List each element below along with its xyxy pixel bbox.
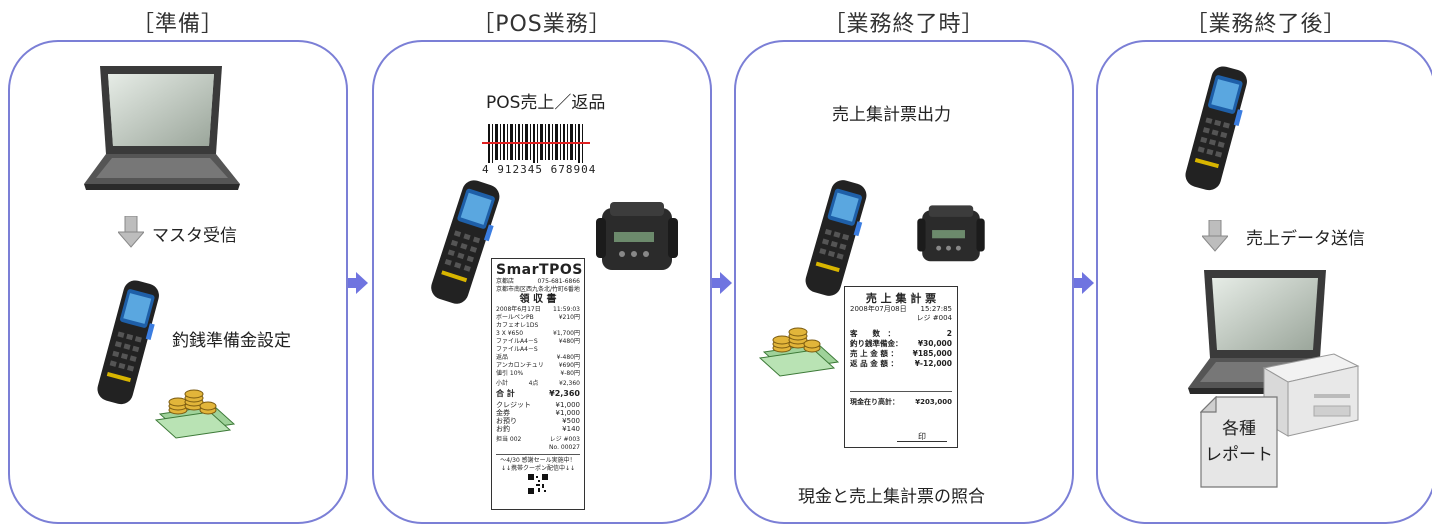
receipt-heading: 領 収 書 (519, 294, 557, 305)
label-cash-reconciliation: 現金と売上集計票の照合 (798, 487, 985, 507)
label-sales-summary-output: 売上集計票出力 (832, 105, 951, 125)
summary-time: 15:27:85 (920, 305, 952, 313)
receipt-footer-sale: ～4/30 感謝セール実施中！ (500, 457, 576, 464)
receipt-line: 3 X ¥650¥1,700円 (496, 330, 580, 337)
report-label-line1: 各種 (1222, 419, 1256, 439)
handheld-terminal-icon (431, 180, 500, 304)
handheld-terminal-icon (1185, 66, 1247, 191)
flow-arrow-3 (1082, 272, 1094, 294)
receipt-line: 返品¥-480円 (496, 354, 580, 361)
receipt-date: 2008年6月17日 (496, 306, 541, 313)
label-sales-data-send: 売上データ送信 (1246, 229, 1365, 249)
laser-printer-icon (1262, 353, 1360, 437)
receipt-total-value: ¥2,360 (549, 389, 580, 398)
coins-and-bills-icon (758, 327, 840, 377)
summary-heading: 売 上 集 計 票 (865, 292, 937, 305)
document-icon (1200, 396, 1278, 488)
receipt: SmarTPOS 京都店 075-681-6866 京都市南区西九条北/竹町6番地… (491, 258, 585, 510)
report-document: 各種 レポート (1200, 396, 1278, 488)
label-master-receive: マスタ受信 (152, 226, 237, 246)
receipt-store: 京都店 (496, 278, 515, 285)
sales-summary-slip: 売 上 集 計 票 2008年07月08日 15:27:85 レジ #004 客 … (844, 286, 958, 448)
receipt-line: カフェオレ1DS (496, 322, 539, 329)
receipt-items: ボールペンPB¥210円 カフェオレ1DS 3 X ¥650¥1,700円 ファ… (496, 314, 580, 378)
flow-arrow-1 (356, 272, 368, 294)
panel-closing (734, 40, 1074, 524)
receipt-subtotal-label: 小計 (496, 380, 509, 387)
flow-arrow-shaft-1 (348, 278, 356, 288)
receipt-tel: 075-681-6866 (537, 278, 580, 285)
receipt-subtotal-count: 4点 (528, 380, 539, 387)
barcode-number: 4 912345 678904 (482, 163, 597, 176)
flow-arrow-shaft-3 (1074, 278, 1082, 288)
summary-cash-value: ¥203,000 (915, 398, 952, 406)
flow-arrow-2 (720, 272, 732, 294)
receipt-line: ボールペンPB¥210円 (496, 314, 580, 321)
summary-register: レジ #004 (916, 314, 952, 322)
receipt-register: レジ #003 (549, 436, 580, 443)
label-change-fund-setting: 釣銭準備金設定 (172, 331, 291, 351)
receipt-number: No. 00027 (549, 444, 580, 451)
down-arrow-icon (1202, 220, 1228, 252)
receipt-brand: SmarTPOS (496, 262, 583, 278)
receipt-time: 11:59:03 (553, 306, 580, 313)
report-label-line2: レポート (1205, 445, 1273, 465)
summary-rows: 客 数 ：2 釣り銭準備金：¥30,000 売 上 金 額 ：¥185,000 … (850, 329, 952, 368)
flow-arrow-shaft-2 (712, 278, 720, 288)
stage-title-preparation: ［準備］ (131, 12, 224, 37)
coins-and-bills-icon (154, 389, 236, 439)
qr-code-icon (528, 474, 548, 494)
handheld-terminal-icon (805, 180, 867, 296)
receipt-subtotal-value: ¥2,360 (559, 380, 580, 387)
receipt-footer-coupon: ↓↓携帯クーポン配信中↓↓ (500, 465, 576, 472)
barcode-icon (482, 124, 590, 164)
stage-title-pos: ［POS業務］ (472, 12, 612, 37)
stage-title-after-closing: ［業務終了後］ (1185, 12, 1347, 37)
stage-title-closing: ［業務終了時］ (823, 12, 985, 37)
receipt-line: ファイルA4－S (496, 346, 538, 353)
receipt-payments: クレジット¥1,000 金券¥1,000 お預り¥500 お釣¥140 (496, 401, 580, 433)
receipt-line: アンカロンチュリ¥690円 (496, 362, 580, 369)
handheld-terminal-icon (97, 280, 159, 405)
receipt-address: 京都市南区西九条北/竹町6番地 (496, 286, 580, 293)
receipt-total-label: 合 計 (496, 389, 515, 398)
receipt-staff: 担当 002 (496, 436, 522, 443)
laptop-icon (84, 66, 240, 190)
receipt-printer-icon (917, 205, 985, 262)
label-pos-sales-return: POS売上／返品 (486, 93, 606, 113)
summary-seal: 印 (897, 432, 947, 442)
summary-date: 2008年07月08日 (850, 305, 907, 313)
receipt-line: 値引 10%¥-80円 (496, 370, 580, 377)
receipt-line: ファイルA4－S¥480円 (496, 338, 580, 345)
down-arrow-icon (118, 216, 144, 248)
summary-cash-label: 現金在り高計： (850, 398, 899, 406)
receipt-printer-icon (596, 202, 678, 270)
